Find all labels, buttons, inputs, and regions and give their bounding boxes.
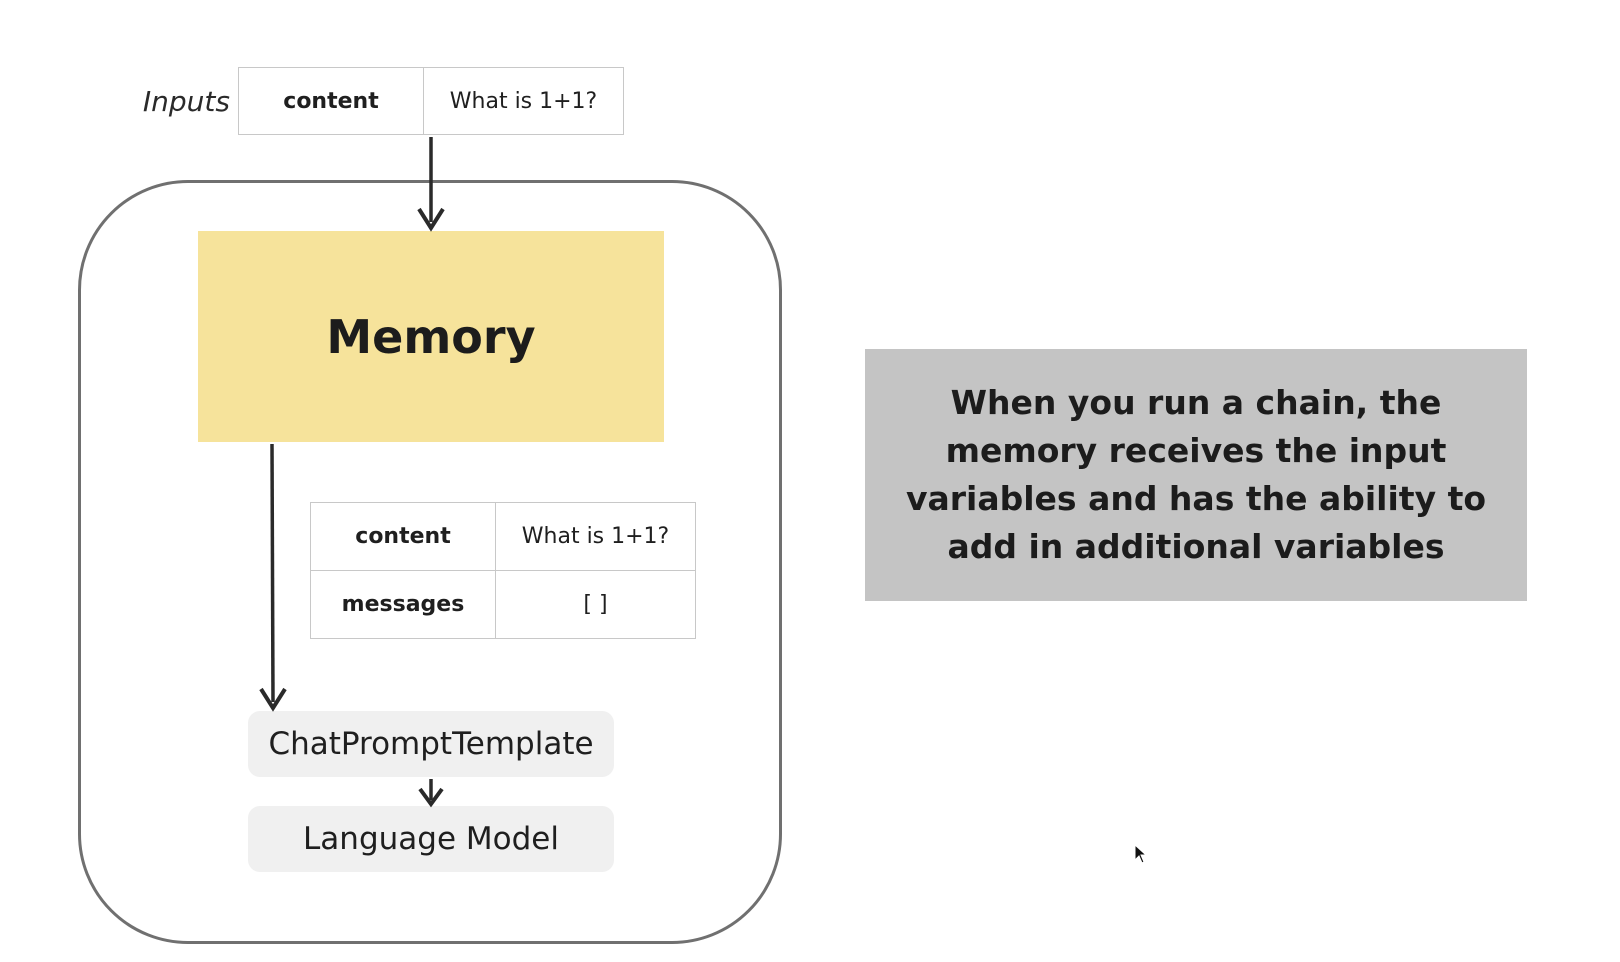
explanation-text: When you run a chain, the memory receive… xyxy=(905,383,1487,566)
memory-output-value-content: What is 1+1? xyxy=(495,502,696,571)
memory-title: Memory xyxy=(326,309,536,364)
memory-output-row-messages: messages [ ] xyxy=(310,570,696,639)
memory-box: Memory xyxy=(198,231,664,442)
inputs-table: content What is 1+1? xyxy=(238,67,624,135)
inputs-key-content: content xyxy=(238,67,424,135)
inputs-value-content: What is 1+1? xyxy=(423,67,624,135)
inputs-label: Inputs xyxy=(142,85,230,118)
memory-output-table: content What is 1+1? messages [ ] xyxy=(310,502,696,639)
memory-output-row-content: content What is 1+1? xyxy=(310,502,696,571)
memory-output-key-messages: messages xyxy=(310,570,496,639)
memory-output-value-messages: [ ] xyxy=(495,570,696,639)
inputs-row-content: content What is 1+1? xyxy=(238,67,624,135)
language-model-box: Language Model xyxy=(248,806,614,872)
chat-prompt-template-box: ChatPromptTemplate xyxy=(248,711,614,777)
explanation-callout: When you run a chain, the memory receive… xyxy=(865,349,1527,601)
mouse-pointer-icon xyxy=(1134,844,1148,864)
memory-output-key-content: content xyxy=(310,502,496,571)
